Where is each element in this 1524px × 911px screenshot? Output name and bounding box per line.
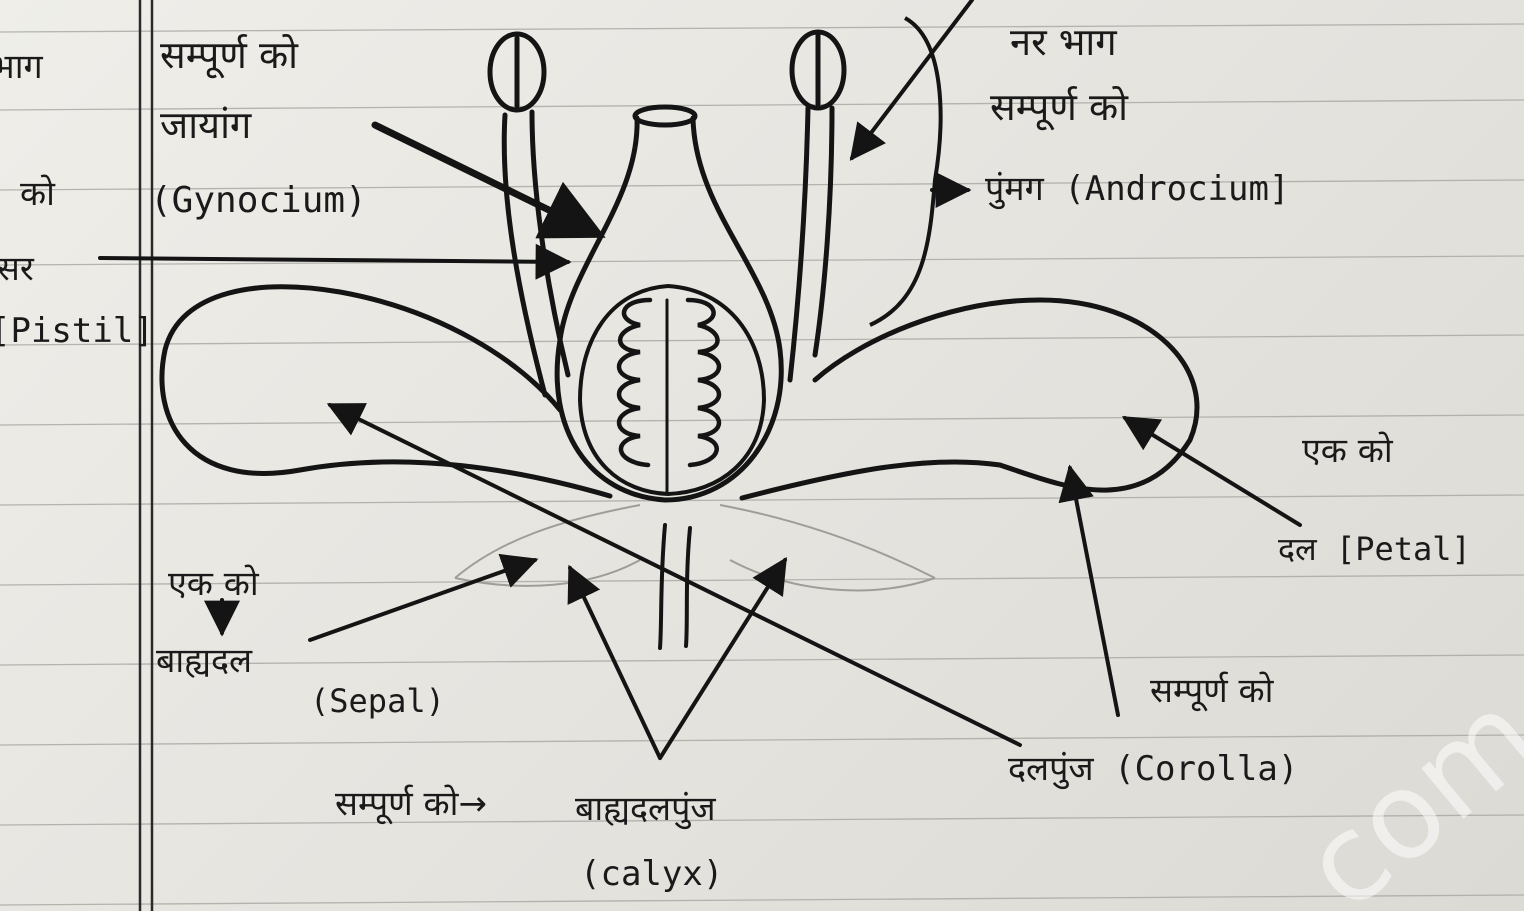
- corolla-line1: सम्पूर्ण को: [1150, 671, 1275, 712]
- androecium-line3: पुंमग (Androcium]: [985, 169, 1289, 210]
- left-label-line3: स्त्रीकेसर: [0, 249, 35, 289]
- watermark: com: [1278, 666, 1524, 911]
- calyx-label: सम्पूर्ण को→ बाह्यदलपुंज (calyx): [335, 784, 723, 894]
- stamen-right: [790, 32, 844, 380]
- androecium-line2: सम्पूर्ण को: [990, 85, 1129, 131]
- sepal-line1: एक को: [168, 564, 260, 604]
- sepal-line2: बाह्यदल: [156, 641, 253, 681]
- calyx-line1: सम्पूर्ण को→: [335, 784, 487, 825]
- left-label-line2: को: [20, 174, 56, 214]
- petal-line1: एक को: [1302, 431, 1394, 471]
- calyx-line2: बाह्यदलपुंज: [575, 789, 716, 830]
- gynoecium-label: सम्पूर्ण को जायांग (Gynocium): [150, 33, 367, 221]
- petal-line2: दल [Petal]: [1278, 530, 1471, 568]
- pedicel: [660, 525, 690, 648]
- pistil: [557, 107, 781, 500]
- androecium-line1: नर भाग: [1010, 20, 1117, 64]
- sepal-label: एक को बाह्यदल (Sepal): [156, 564, 445, 720]
- androecium-brace: [870, 18, 941, 325]
- right-petal: [742, 300, 1197, 498]
- corolla-label: सम्पूर्ण को दलपुंज (Corolla): [1008, 671, 1298, 790]
- calyx-line3: (calyx): [580, 854, 723, 894]
- margin-lines: [140, 0, 152, 911]
- gynoecium-line2: जायांग: [160, 103, 252, 147]
- gynoecium-line3: (Gynocium): [150, 180, 367, 221]
- left-label-line4: [Pistil]: [0, 311, 154, 351]
- gynoecium-line1: सम्पूर्ण को: [160, 33, 299, 79]
- ovules: [619, 300, 719, 465]
- sepals: [455, 505, 935, 590]
- petal-label: एक को दल [Petal]: [1278, 431, 1471, 568]
- sepal-line3: (Sepal): [310, 682, 445, 720]
- left-label-line1: स्त्रीभाग: [0, 47, 44, 87]
- left-margin-labels: स्त्रीभाग को स्त्रीकेसर [Pistil]: [0, 47, 154, 351]
- androecium-label: नर भाग सम्पूर्ण को पुंमग (Androcium]: [985, 20, 1289, 210]
- corolla-line2: दलपुंज (Corolla): [1008, 749, 1298, 790]
